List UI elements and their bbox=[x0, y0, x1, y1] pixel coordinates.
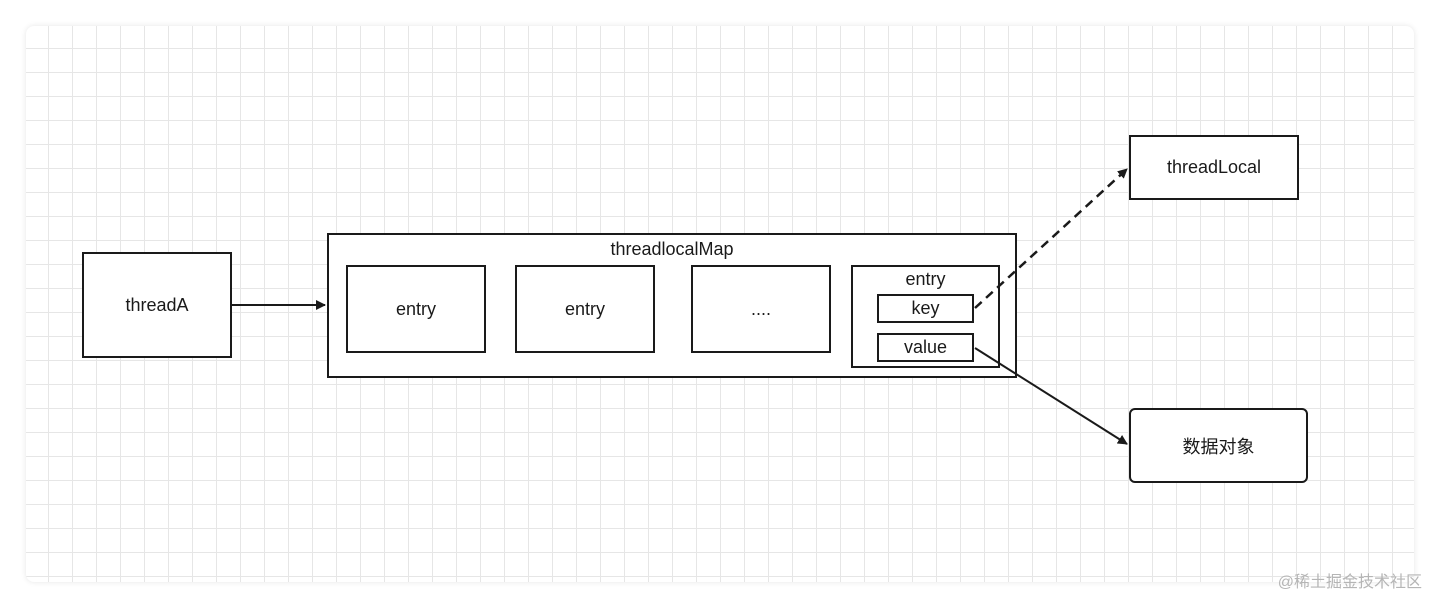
data-object-node[interactable]: 数据对象 bbox=[1129, 408, 1308, 483]
entry-label-2: entry bbox=[564, 298, 606, 319]
thread-local-node[interactable]: threadLocal bbox=[1129, 135, 1299, 200]
ellipsis-node[interactable]: .... bbox=[691, 265, 831, 353]
thread-a-node[interactable]: threadA bbox=[82, 252, 232, 358]
entry-node-1[interactable]: entry bbox=[346, 265, 486, 353]
data-object-label: 数据对象 bbox=[1182, 436, 1255, 457]
watermark-text: @稀土掘金技术社区 bbox=[1277, 574, 1422, 591]
key-label: key bbox=[911, 298, 940, 318]
edge-value-to-data-object bbox=[974, 347, 1128, 445]
thread-a-label: threadA bbox=[125, 294, 189, 315]
threadlocal-map-title: threadlocalMap bbox=[610, 239, 734, 259]
thread-local-label: threadLocal bbox=[1166, 157, 1262, 177]
entry-node-2[interactable]: entry bbox=[515, 265, 655, 353]
entry-label-4: entry bbox=[905, 269, 946, 289]
value-label: value bbox=[903, 337, 948, 357]
ellipsis-label: .... bbox=[750, 298, 771, 319]
key-node[interactable]: key bbox=[877, 294, 974, 323]
value-node[interactable]: value bbox=[877, 333, 974, 362]
entry-label-1: entry bbox=[395, 298, 437, 319]
edge-key-to-threadlocal bbox=[974, 168, 1128, 309]
